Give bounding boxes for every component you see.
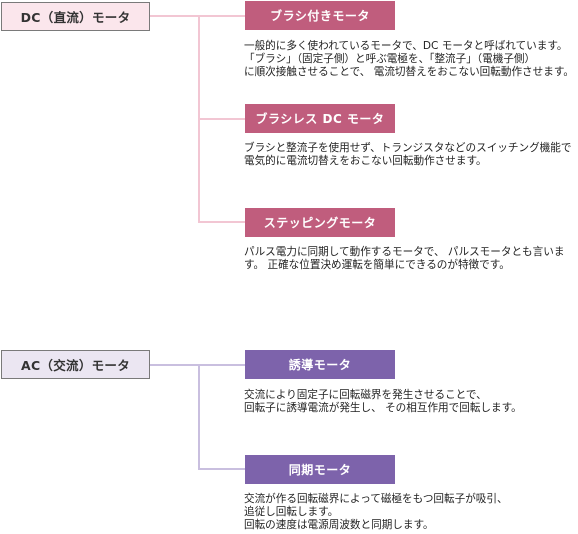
desc-line: 交流により固定子に回転磁界を発生させることで、 [244,389,487,401]
ac-connector-branch-2 [198,468,245,470]
desc-line: 一般的に多く使われているモータで、DC モータと呼ばれています。 [244,40,568,52]
desc-line: に順次接触させることで、 電流切替えをおこない回転動作させます。 [244,66,574,78]
dc-motor-root-node: DC（直流）モータ [1,2,150,31]
desc-line: パルス電力に同期して動作するモータで、 パルスモータとも言いま [244,246,565,258]
desc-line: 電気的に電流切替えをおこない回転動作させます。 [244,155,487,167]
desc-line: 回転子に誘導電流が発生し、 その相互作用で回転します。 [244,402,522,414]
induction-motor-node: 誘導モータ [245,350,395,379]
desc-line: 回転の速度は電源周波数と同期します。 [244,519,434,531]
ac-motor-root-node: AC（交流）モータ [1,350,150,379]
brushless-dc-motor-description: ブラシと整流子を使用せず、トランジスタなどのスイッチング機能で 電気的に電流切替… [244,142,578,168]
induction-motor-description: 交流により固定子に回転磁界を発生させることで、 回転子に誘導電流が発生し、 その… [244,389,578,415]
dc-connector-horizontal [150,15,245,17]
stepping-motor-node: ステッピングモータ [245,208,395,237]
stepping-motor-description: パルス電力に同期して動作するモータで、 パルスモータとも言いま す。 正確な位置… [244,246,578,272]
desc-line: 交流が作る回転磁界によって磁極をもつ回転子が吸引、 [244,493,508,505]
desc-line: 「ブラシ」（固定子側）と呼ぶ電極を、「整流子」（電機子側） [244,53,536,65]
brushed-motor-description: 一般的に多く使われているモータで、DC モータと呼ばれています。 「ブラシ」（固… [244,40,578,79]
desc-line: 追従し回転します。 [244,506,339,518]
desc-line: す。 正確な位置決め運転を簡単にできるのが特徴です。 [244,259,510,271]
ac-connector-horizontal [150,364,245,366]
ac-connector-trunk [198,364,200,470]
synchronous-motor-node: 同期モータ [245,455,395,484]
dc-connector-branch-3 [198,221,245,223]
synchronous-motor-description: 交流が作る回転磁界によって磁極をもつ回転子が吸引、 追従し回転します。 回転の速… [244,493,578,532]
brushed-motor-node: ブラシ付きモータ [245,1,395,30]
dc-connector-branch-2 [198,118,245,120]
brushless-dc-motor-node: ブラシレス DC モータ [245,104,395,133]
desc-line: ブラシと整流子を使用せず、トランジスタなどのスイッチング機能で [244,142,572,154]
